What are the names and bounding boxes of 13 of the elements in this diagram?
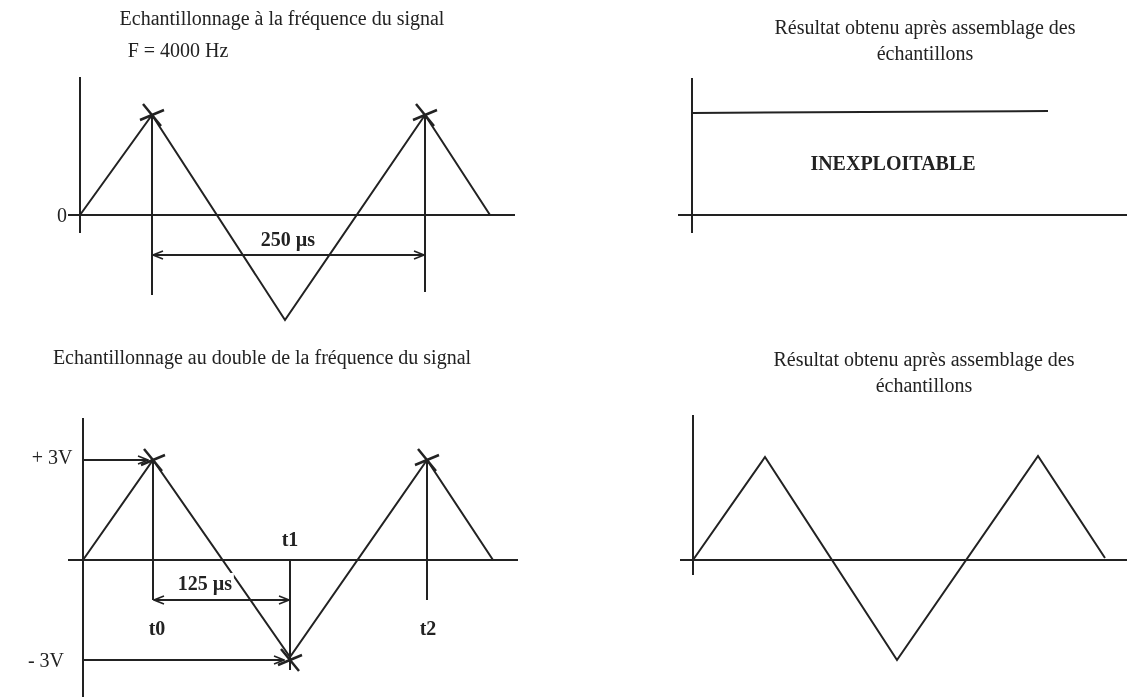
plot-title: Résultat obtenu après assemblage des échantillons (772, 347, 1076, 398)
plot-title: Echantillonnage à la fréquence du signal (119, 6, 445, 31)
dimension-label: 250 µs (258, 229, 318, 249)
plot-title: Echantillonnage au double de la fréquence du signal (52, 345, 472, 370)
plot-title: Résultat obtenu après assemblage des échantillons (773, 15, 1077, 66)
time-label: t0 (148, 616, 166, 641)
voltage-label: - 3V (27, 648, 65, 673)
frequency-label: F = 4000 Hz (127, 38, 229, 63)
voltage-label: + 3V (31, 445, 73, 470)
time-label: t1 (281, 527, 299, 552)
status-text: INEXPLOITABLE (810, 151, 976, 176)
time-label: t2 (419, 616, 437, 641)
axis-label: 0 (57, 203, 67, 228)
